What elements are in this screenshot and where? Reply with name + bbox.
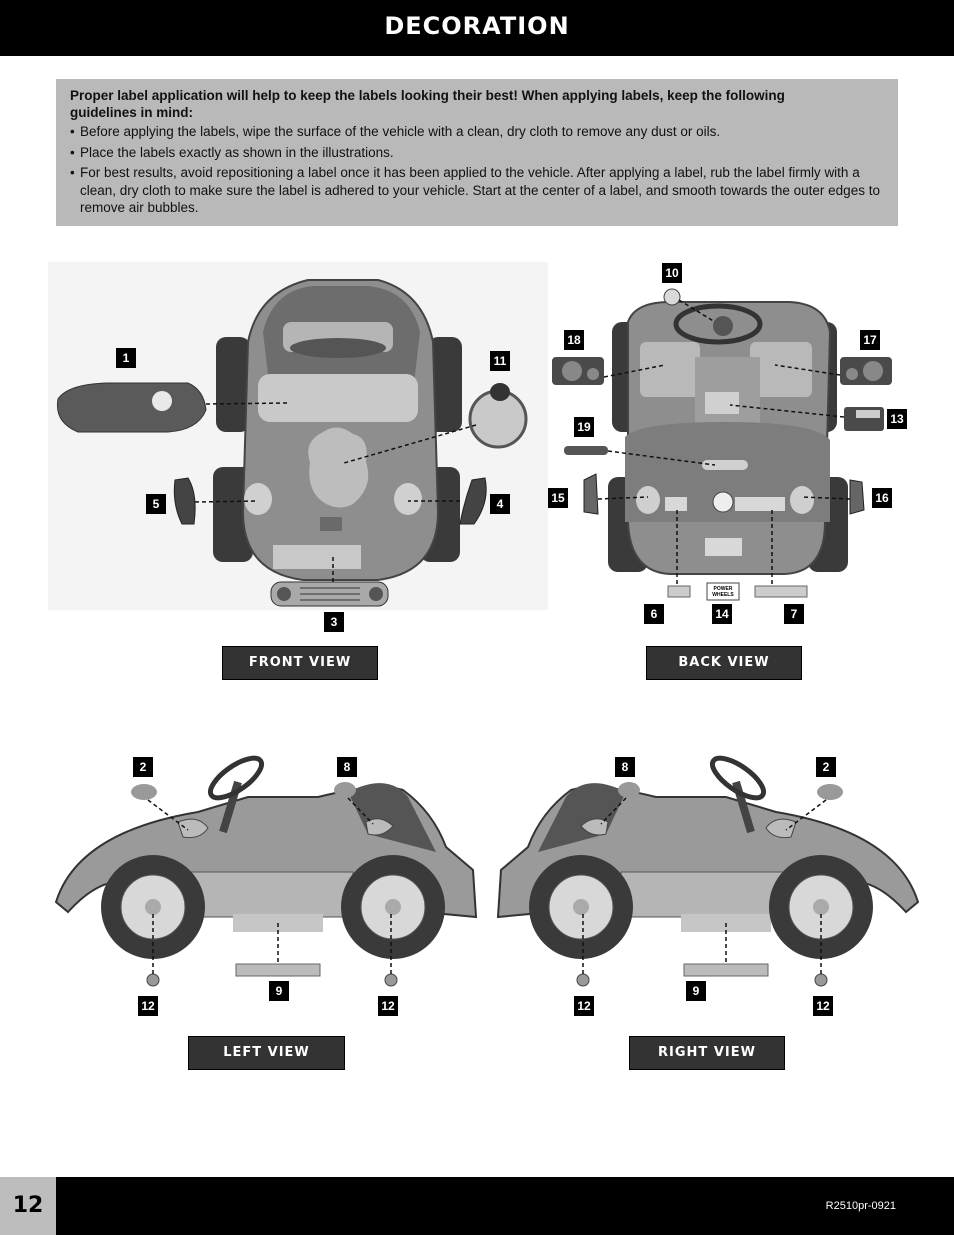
callout-13: 13 [887,409,907,429]
left-view-diagram: 2 8 12 9 12 [48,752,480,1022]
callout-2: 2 [133,757,153,777]
document-code: R2510pr-0921 [825,1200,896,1212]
callout-9: 9 [269,981,289,1001]
callout-8: 8 [615,757,635,777]
callout-15: 15 [548,488,568,508]
callout-7: 7 [784,604,804,624]
callout-2: 2 [816,757,836,777]
power-wheels-art-top: POWER [714,586,733,592]
callout-4: 4 [490,494,510,514]
callout-12: 12 [813,996,833,1016]
front-view-illustration [48,262,548,610]
instructions-box: Proper label application will help to ke… [56,79,898,226]
instruction-item: Before applying the labels, wipe the sur… [70,123,888,141]
right-view-diagram: 8 2 12 9 12 [496,752,926,1022]
callout-8: 8 [337,757,357,777]
instructions-intro: Proper label application will help to ke… [70,88,785,120]
callout-12: 12 [138,996,158,1016]
callout-17: 17 [860,330,880,350]
page-title: DECORATION [384,12,570,40]
callout-14: 14 [712,604,732,624]
callout-1: 1 [116,348,136,368]
page-footer [0,1177,954,1235]
back-view-diagram: POWER WHEELS 10 18 17 13 19 15 16 6 14 7 [540,262,940,624]
callout-16: 16 [872,488,892,508]
instruction-item: Place the labels exactly as shown in the… [70,144,888,162]
callout-6: 6 [644,604,664,624]
instruction-item: For best results, avoid repositioning a … [70,164,888,217]
page-header: DECORATION [0,0,954,56]
left-view-label: LEFT VIEW [188,1036,345,1070]
callout-12: 12 [378,996,398,1016]
right-view-label: RIGHT VIEW [629,1036,785,1070]
callout-10: 10 [662,263,682,283]
page-number: 12 [0,1177,56,1235]
callout-12: 12 [574,996,594,1016]
callout-9: 9 [686,981,706,1001]
right-view-illustration [496,755,920,987]
instructions-list: Before applying the labels, wipe the sur… [70,123,888,220]
callout-5: 5 [146,494,166,514]
front-view-diagram: 1 11 5 4 3 [48,262,548,632]
callout-18: 18 [564,330,584,350]
back-view-illustration: POWER WHEELS [552,288,892,601]
power-wheels-art-bottom: WHEELS [712,592,734,598]
back-view-label: BACK VIEW [646,646,802,680]
callout-11: 11 [490,351,510,371]
front-view-label: FRONT VIEW [222,646,378,680]
callout-19: 19 [574,417,594,437]
left-view-illustration [54,755,478,987]
callout-3: 3 [324,612,344,632]
